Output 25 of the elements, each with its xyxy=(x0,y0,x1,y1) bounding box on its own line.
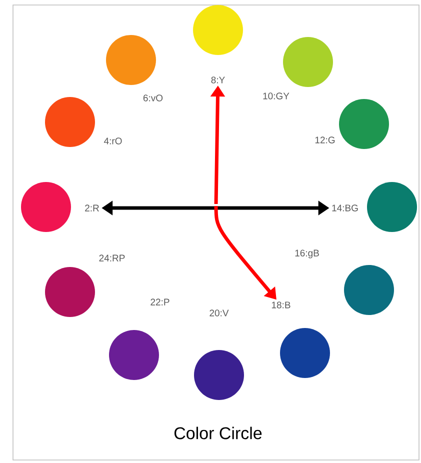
color-circle xyxy=(367,182,417,232)
color-label: 18:B xyxy=(272,302,290,308)
color-label: 20:V xyxy=(210,310,229,316)
color-label: 12:G xyxy=(315,136,335,144)
color-label: 10:GY xyxy=(263,92,290,100)
color-circle xyxy=(339,99,389,149)
color-label: 22:P xyxy=(150,298,170,306)
color-circle xyxy=(45,97,95,147)
color-label: 16:gB xyxy=(295,250,319,258)
color-circle xyxy=(193,5,243,55)
color-circle xyxy=(283,37,333,87)
color-circle xyxy=(280,328,330,378)
color-circle xyxy=(344,265,394,315)
color-label: 24:RP xyxy=(99,254,125,262)
color-circle xyxy=(21,182,71,232)
title: Color Circle xyxy=(174,426,262,440)
color-circle xyxy=(194,350,244,400)
color-label: 6:vO xyxy=(143,94,163,102)
color-circle xyxy=(45,267,95,317)
color-label: 14:BG xyxy=(332,204,358,212)
color-label: 2:R xyxy=(85,204,99,212)
color-circle xyxy=(109,330,159,380)
color-label: 8:Y xyxy=(211,76,225,84)
color-label: 4:rO xyxy=(104,138,122,144)
color-circle xyxy=(106,35,156,85)
